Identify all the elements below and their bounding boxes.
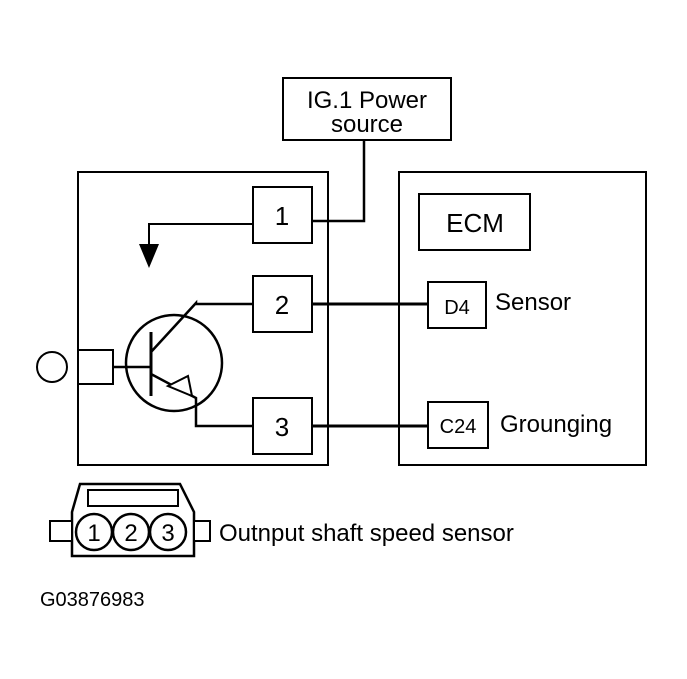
emitter-wire: [150, 372, 253, 428]
ecm-terminal-d4-label: Sensor: [495, 289, 571, 316]
arrow-head: [139, 244, 159, 268]
terminal-1-label: 1: [275, 201, 289, 231]
terminal-2-label: 2: [275, 290, 289, 320]
terminal-1-box: [252, 186, 313, 244]
sensor-housing: [77, 171, 329, 466]
ecm-terminal-c24-box: [427, 401, 489, 449]
transistor-symbol: [124, 299, 253, 428]
terminal-3-label: 3: [275, 412, 289, 442]
connector-pin-2-label: 2: [124, 520, 137, 547]
rotor-circle: [36, 351, 68, 383]
power-source-block: IG.1 Power source: [282, 77, 452, 141]
terminal-1: 1: [252, 186, 313, 244]
terminal-2: 2: [252, 275, 313, 333]
ecm-housing: [398, 171, 647, 466]
transistor-circle: [124, 313, 224, 413]
connector-tab-right: [193, 520, 211, 542]
emitter-arrow: [165, 374, 194, 398]
ecm-title-box: [418, 193, 531, 251]
ecm-terminal-d4: D4 Sensor: [427, 281, 571, 329]
connector-pin-1-label: 1: [87, 520, 100, 547]
power-wire: [312, 140, 366, 223]
supply-arrow: [139, 223, 253, 268]
ecm-terminal-c24: C24 Grounging: [427, 401, 612, 449]
collector-wire: [150, 299, 253, 353]
ecm-title-block: ECM: [418, 193, 531, 251]
ecm-terminal-d4-id: D4: [444, 297, 470, 319]
ecm-terminal-c24-id: C24: [440, 416, 477, 438]
connector-pin-3-label: 3: [161, 520, 174, 547]
sensing-element: [77, 349, 114, 385]
sensor-connector: 1 2 3: [49, 482, 211, 558]
ecm-title: ECM: [446, 208, 504, 238]
ecm-terminal-d4-box: [427, 281, 487, 329]
connector-latch: [87, 489, 179, 507]
figure-id: G03876983: [40, 589, 145, 611]
connector-pin-3: [148, 512, 188, 552]
power-source-line1: IG.1 Power: [307, 87, 427, 114]
power-source-box: [282, 77, 452, 141]
terminal-3: 3: [252, 397, 313, 455]
ecm-terminal-c24-label: Grounging: [500, 411, 612, 438]
power-source-line2: source: [331, 111, 403, 138]
connector-tab-left: [49, 520, 73, 542]
sensor-name-label: Outnput shaft speed sensor: [219, 520, 514, 547]
